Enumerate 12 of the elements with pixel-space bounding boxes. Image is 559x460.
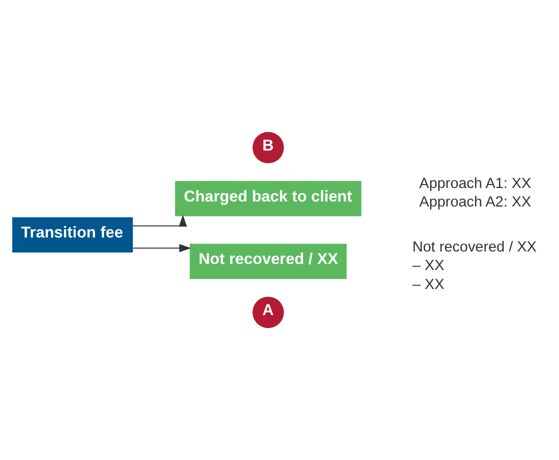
node-circle: A <box>252 296 284 328</box>
node-label: Approach A1: XX <box>419 176 532 192</box>
node-box: Charged back to client <box>175 180 362 216</box>
node-circle: B <box>252 132 284 164</box>
node-box: Transition fee <box>12 217 133 253</box>
node-label: – XX <box>412 258 444 274</box>
node-label: Not recovered / XX <box>412 240 537 256</box>
arrow <box>132 214 188 227</box>
node-label: – XX <box>412 276 444 293</box>
node-box: Not recovered / XX <box>190 244 347 280</box>
node-label: Approach A2: XX <box>419 194 532 210</box>
arrow <box>132 244 192 252</box>
